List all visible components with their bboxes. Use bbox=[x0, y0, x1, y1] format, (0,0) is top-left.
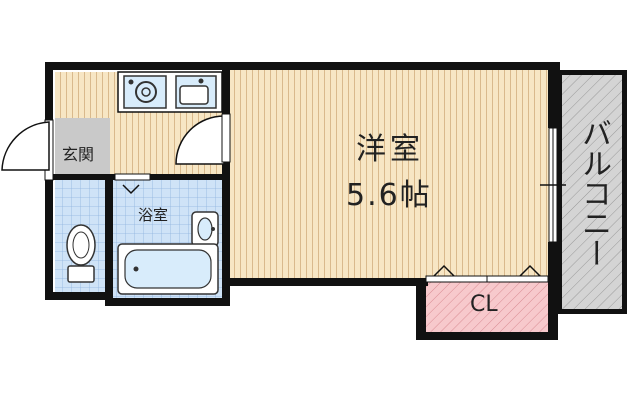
entrance-label: 玄関 bbox=[62, 145, 95, 164]
bathroom-door bbox=[114, 173, 151, 195]
western-room-floor bbox=[230, 68, 550, 280]
balcony-area bbox=[557, 70, 627, 314]
kitchen-sink-icon bbox=[179, 85, 209, 105]
washbasin-icon bbox=[191, 211, 219, 247]
bathtub-icon bbox=[117, 243, 219, 295]
entrance-door bbox=[1, 119, 54, 181]
toilet-icon bbox=[66, 224, 96, 283]
closet-floor bbox=[425, 280, 550, 332]
western-room-size: 5.6帖 bbox=[346, 178, 432, 213]
closet-doors bbox=[425, 264, 549, 283]
entrance-floor bbox=[55, 118, 110, 180]
walls bbox=[45, 62, 560, 340]
balcony-window bbox=[540, 127, 566, 243]
room-door bbox=[175, 113, 231, 165]
stove-burner-icon bbox=[135, 81, 157, 103]
kitchen-counter bbox=[117, 71, 223, 113]
closet-label: CL bbox=[470, 292, 498, 317]
bathroom-label: 浴室 bbox=[138, 206, 169, 224]
balcony-label: バルコニー bbox=[576, 118, 611, 268]
western-room-label: 洋室 bbox=[356, 132, 424, 167]
